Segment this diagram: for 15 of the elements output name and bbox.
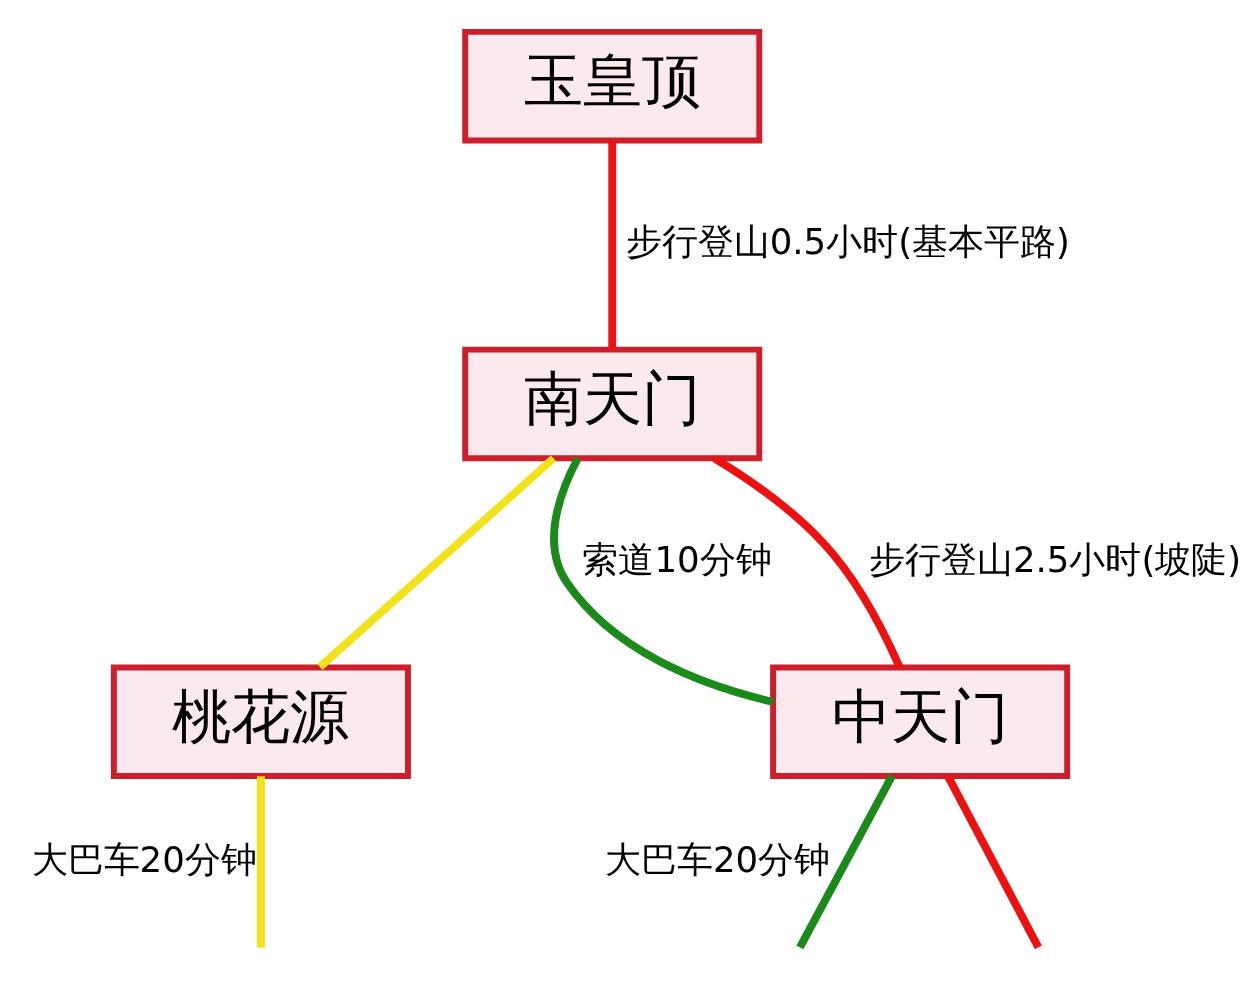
edge-label: 步行登山0.5小时(基本平路) — [625, 220, 1070, 262]
connector — [796, 774, 896, 950]
node-box: 玉皇顶 — [462, 28, 763, 144]
node-box: 南天门 — [462, 346, 763, 462]
node-box: 桃花源 — [110, 664, 411, 779]
connector — [944, 774, 1042, 950]
edge-label: 索道10分钟 — [582, 538, 772, 580]
connector — [712, 454, 903, 669]
edge-label: 大巴车20分钟 — [604, 839, 831, 881]
edge-label: 步行登山2.5小时(坡陡) — [868, 538, 1242, 580]
connector — [550, 456, 774, 706]
connector — [317, 455, 557, 670]
node-box: 中天门 — [770, 664, 1071, 779]
edge-label: 大巴车20分钟 — [31, 839, 257, 881]
connector — [608, 140, 617, 350]
